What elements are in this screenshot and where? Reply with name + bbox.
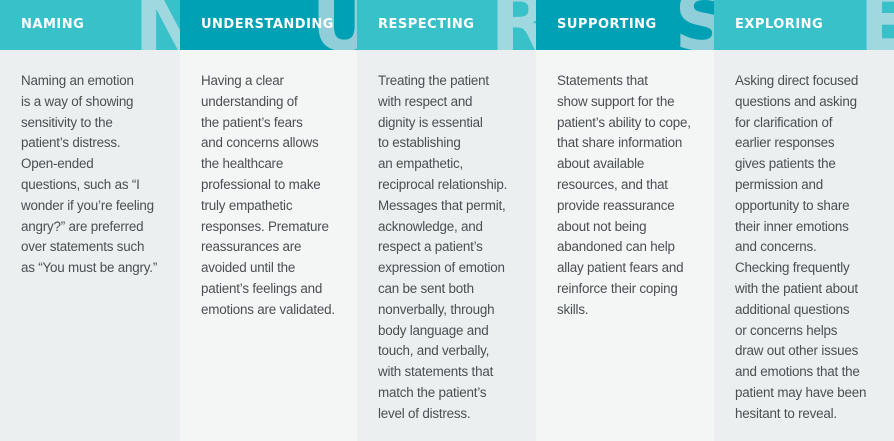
acronym-letter: R	[490, 0, 536, 50]
column-title: UNDERSTANDING	[201, 17, 334, 32]
column-text: Having a clear understanding of the pati…	[201, 73, 335, 317]
column-header: N NAMING	[0, 0, 180, 50]
column-body: Treating the patient with respect and di…	[357, 50, 536, 441]
column-header: R RESPECTING	[357, 0, 536, 50]
column-text: Statements that show support for the pat…	[557, 73, 691, 317]
acronym-letter: N	[134, 0, 180, 50]
column-title: EXPLORING	[735, 17, 824, 32]
column-header: E EXPLORING	[714, 0, 894, 50]
column-exploring: E EXPLORING Asking direct focused questi…	[714, 0, 894, 441]
acronym-letter: U	[311, 0, 357, 50]
column-supporting: S SUPPORTING Statements that show suppor…	[536, 0, 714, 441]
column-text: Naming an emotion is a way of showing se…	[21, 73, 158, 276]
column-text: Treating the patient with respect and di…	[378, 73, 508, 421]
column-header: U UNDERSTANDING	[180, 0, 357, 50]
acronym-letter: S	[674, 0, 714, 50]
column-understanding: U UNDERSTANDING Having a clear understan…	[180, 0, 357, 441]
column-header: S SUPPORTING	[536, 0, 714, 50]
column-body: Naming an emotion is a way of showing se…	[0, 50, 180, 441]
column-body: Asking direct focused questions and aski…	[714, 50, 894, 441]
column-title: RESPECTING	[378, 17, 475, 32]
column-body: Having a clear understanding of the pati…	[180, 50, 357, 441]
column-body: Statements that show support for the pat…	[536, 50, 714, 441]
acronym-letter: E	[859, 0, 894, 50]
column-naming: N NAMING Naming an emotion is a way of s…	[0, 0, 180, 441]
column-text: Asking direct focused questions and aski…	[735, 73, 867, 421]
column-respecting: R RESPECTING Treating the patient with r…	[357, 0, 536, 441]
column-title: SUPPORTING	[557, 17, 657, 32]
column-title: NAMING	[21, 17, 85, 32]
